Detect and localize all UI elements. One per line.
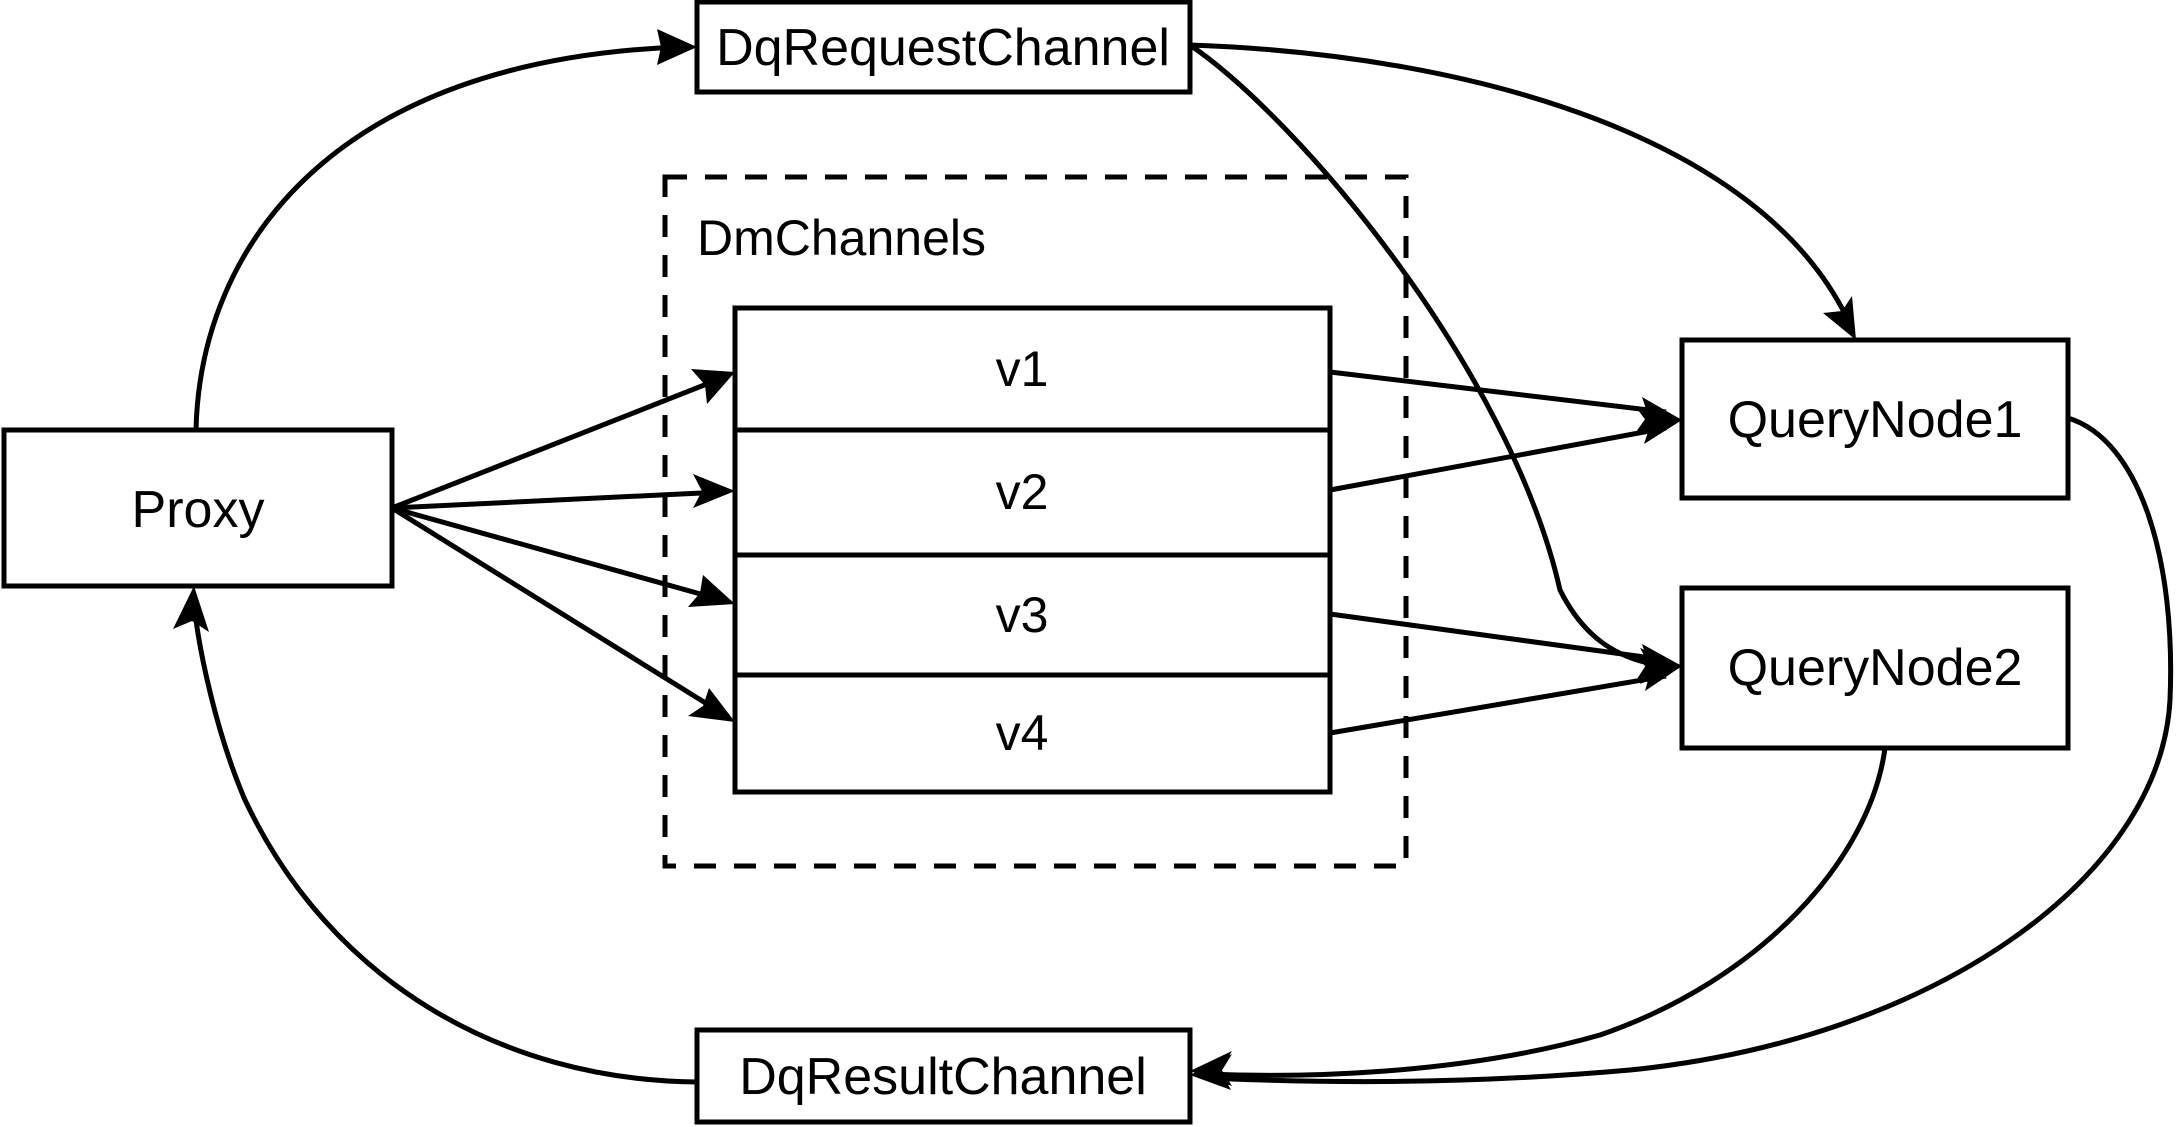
node-query-node-2-box[interactable] [1679,585,2071,751]
arrowhead-qn1-in-b [1638,410,1682,444]
arrowhead-v3-in [688,575,735,607]
edge-v3-to-qn2 [1329,611,1682,679]
edge-layer [173,29,2174,1090]
edge-proxy-to-v3 [391,505,735,607]
edge-dq-request-to-qn1 [1189,42,1856,340]
node-dq-result-channel-box[interactable] [694,1027,1193,1125]
edge-qn1-to-dq-result [1190,415,2174,1090]
arrowhead-proxy-in [173,586,209,632]
edge-v2-to-qn1 [1329,410,1682,493]
edge-proxy-to-v2 [391,474,735,511]
arrowhead-dq-result-in-b [1190,1051,1232,1086]
arrowhead-qn1-in-a [1636,397,1682,432]
node-query-node-1-label: QueryNode1 [1728,391,2023,449]
stack-row-label-v3[interactable]: v3 [996,587,1049,643]
edge-proxy-to-v1 [391,369,735,511]
edge-proxy-to-dq-request [193,29,697,431]
node-query-node-1[interactable]: QueryNode1 [1679,337,2071,501]
edge-v4-to-qn2 [1329,658,1682,736]
dm-channels-label: DmChannels [697,210,986,266]
stack-row-label-v4[interactable]: v4 [996,705,1049,761]
dm-channels-group: DmChannels [662,174,1409,869]
node-dq-result-channel[interactable]: DqResultChannel [694,1027,1193,1125]
node-query-node-1-box[interactable] [1679,337,2071,501]
dm-channels-boundary [662,174,1409,869]
edge-qn2-to-dq-result [1190,747,1888,1086]
node-proxy-label: Proxy [132,481,265,539]
arrowhead-v2-in [693,474,735,508]
dm-channel-stack-box [732,305,1333,795]
arrowhead-qn2-in-b [1639,658,1682,691]
arrowhead-v4-in [688,688,735,722]
stack-row-label-v2[interactable]: v2 [996,464,1049,520]
node-dq-request-channel-box[interactable] [694,0,1193,95]
dm-channel-stack: v1 v2 v3 v4 [732,305,1333,795]
node-query-node-2-label: QueryNode2 [1728,639,2023,697]
arrowhead-v1-in [691,369,735,404]
edge-dq-result-to-proxy [173,586,698,1085]
stack-row-label-v1[interactable]: v1 [996,341,1049,397]
node-proxy[interactable]: Proxy [1,427,395,589]
node-dq-request-channel[interactable]: DqRequestChannel [694,0,1193,95]
edge-proxy-to-v4 [390,505,735,722]
arrowhead-dq-request-in [657,29,697,65]
node-dq-request-channel-label: DqRequestChannel [716,19,1170,77]
edge-v1-to-qn1 [1329,369,1682,432]
arrowhead-qn1-top-in [1823,296,1856,340]
node-query-node-2[interactable]: QueryNode2 [1679,585,2071,751]
node-dq-result-channel-label: DqResultChannel [739,1048,1147,1106]
node-proxy-box[interactable] [1,427,395,589]
